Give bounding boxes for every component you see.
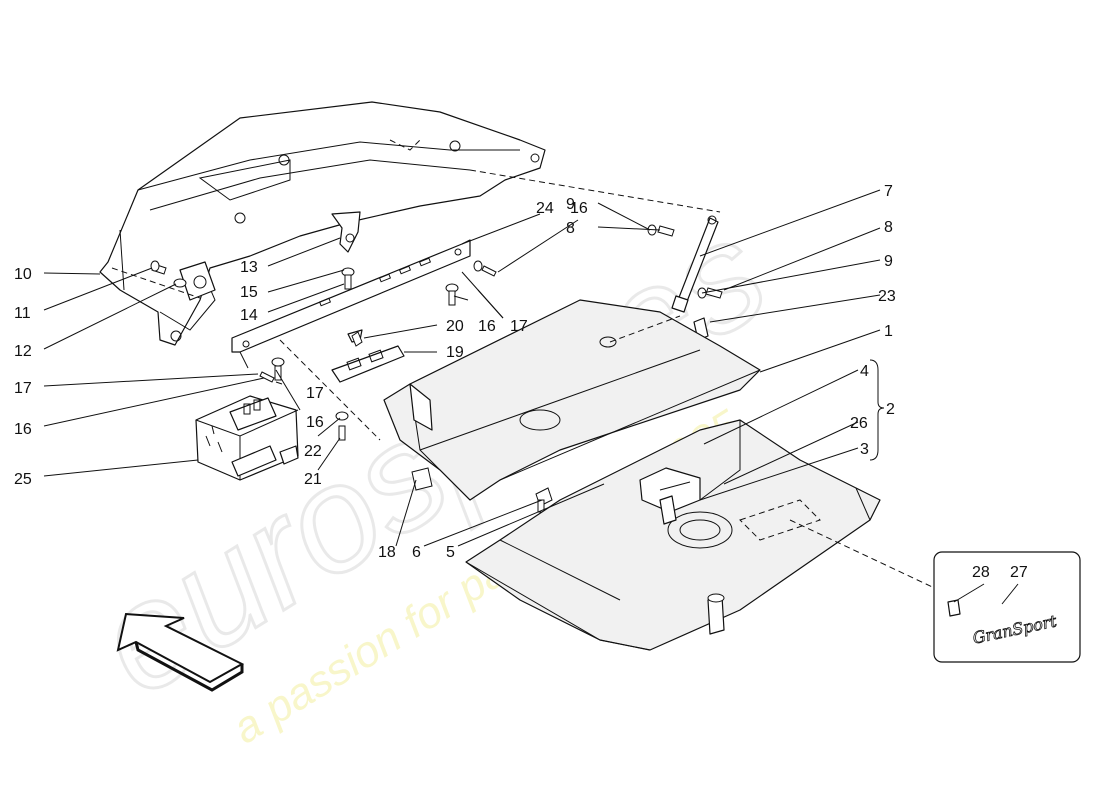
callout-6: 6 <box>412 544 421 561</box>
callout-12: 12 <box>14 343 32 360</box>
callout-8-upper: 8 <box>566 220 575 237</box>
callout-27: 27 <box>1010 564 1028 581</box>
callout-16-mid: 16 <box>478 318 496 335</box>
callout-16-top: 16 <box>570 200 588 217</box>
callout-14: 14 <box>240 307 258 324</box>
callout-24: 24 <box>536 200 554 217</box>
glovebox-upper-housing <box>99 101 721 346</box>
callout-3: 3 <box>860 441 869 458</box>
callout-20: 20 <box>446 318 464 335</box>
callout-4: 4 <box>860 363 869 380</box>
callout-25: 25 <box>14 471 32 488</box>
callout-17-left: 17 <box>14 380 32 397</box>
callout-2: 2 <box>886 401 895 418</box>
callout-7: 7 <box>884 183 893 200</box>
callout-8-right: 8 <box>884 219 893 236</box>
callout-23: 23 <box>878 288 896 305</box>
callout-16-left: 16 <box>14 421 32 438</box>
callout-17-mid: 17 <box>510 318 528 335</box>
callout-9-upper: 9 <box>566 196 575 213</box>
callout-labels: 1 2 3 4 5 6 7 8 8 9 9 10 11 12 13 14 15 … <box>14 183 1028 581</box>
front-direction-arrow <box>116 612 245 692</box>
callout-5: 5 <box>446 544 455 561</box>
control-unit <box>195 395 299 481</box>
callout-10: 10 <box>14 266 32 283</box>
callout-26: 26 <box>850 415 868 432</box>
callout-18: 18 <box>378 544 396 561</box>
callout-22: 22 <box>304 443 322 460</box>
badge-inset: GranSport <box>933 551 1081 663</box>
callout-9-right: 9 <box>884 253 893 270</box>
callout-11: 11 <box>14 305 31 322</box>
leader-lines <box>43 189 1019 605</box>
glovebox-tub <box>383 299 761 501</box>
glovebox-lid <box>465 419 961 651</box>
switch-panel <box>331 329 405 383</box>
callout-16-lower: 16 <box>306 414 324 431</box>
callout-19: 19 <box>446 344 464 361</box>
callout-1: 1 <box>884 323 893 340</box>
callout-13: 13 <box>240 259 258 276</box>
callout-28: 28 <box>972 564 990 581</box>
callout-21: 21 <box>304 471 322 488</box>
callout-15: 15 <box>240 284 258 301</box>
callout-17-lower: 17 <box>306 385 324 402</box>
